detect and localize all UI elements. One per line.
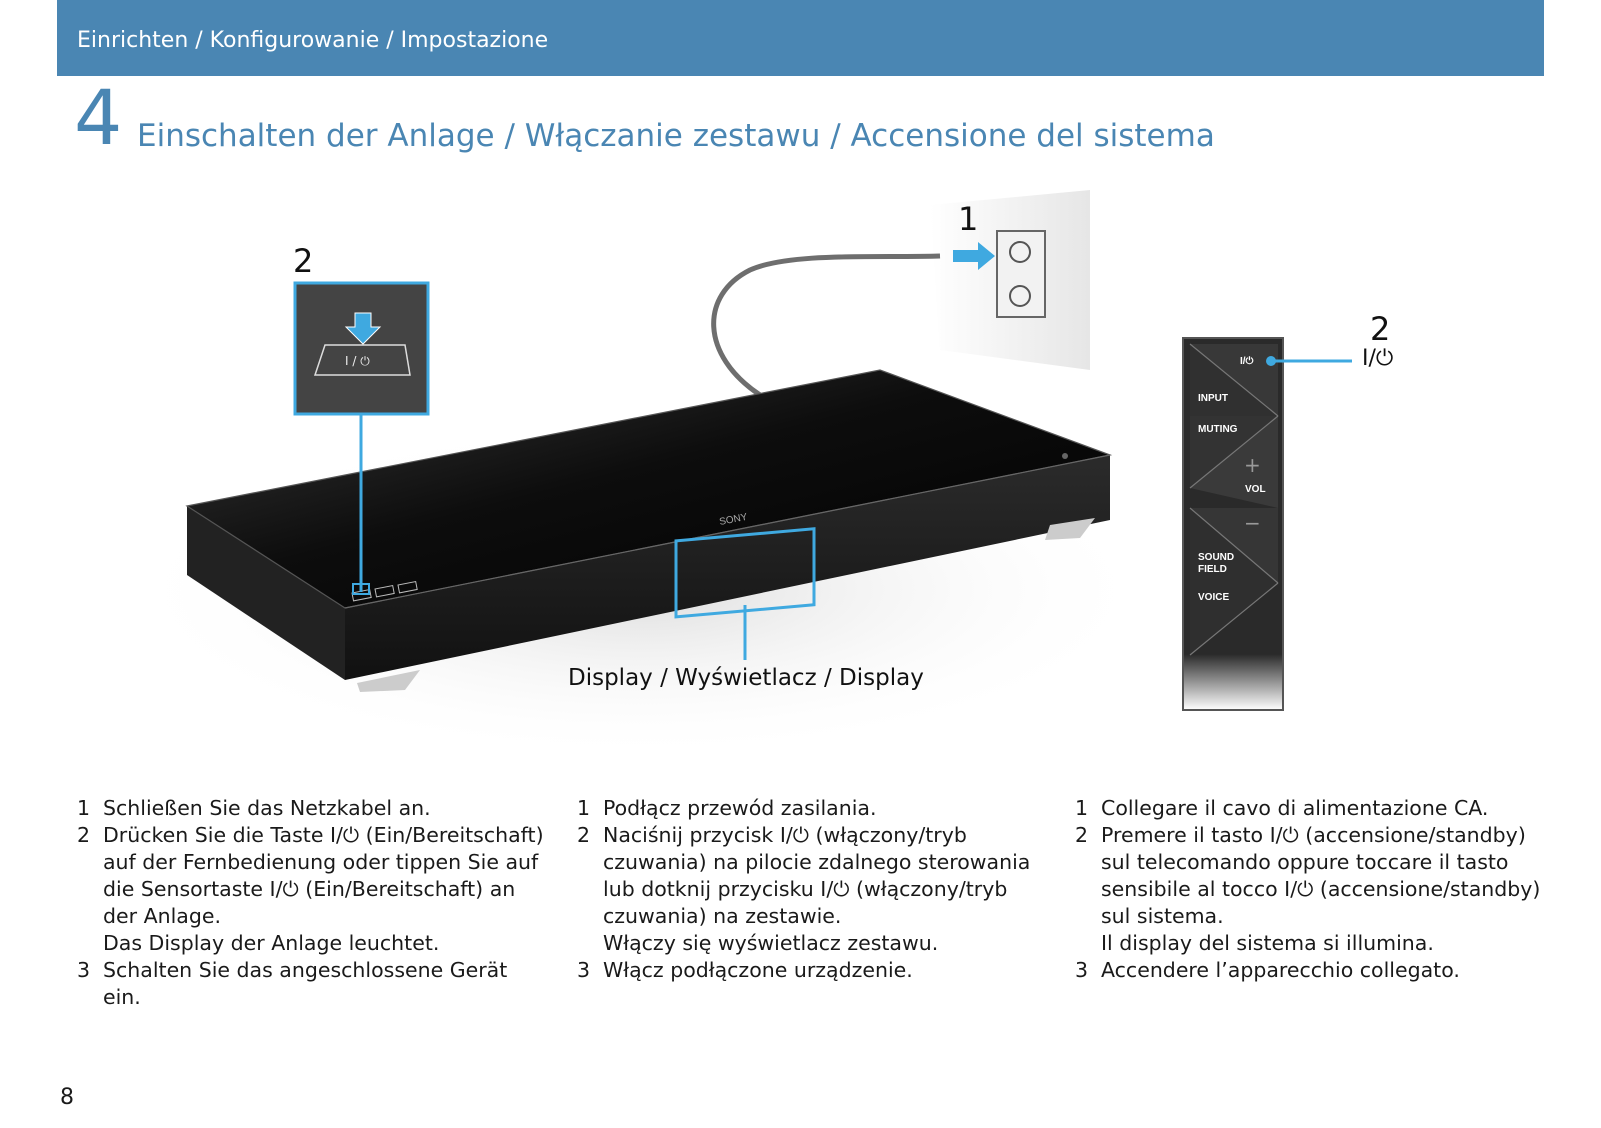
callout-2-remote: 2 bbox=[1370, 310, 1391, 348]
brand-logo: SONY bbox=[718, 512, 748, 528]
page-number: 8 bbox=[60, 1085, 74, 1110]
power-symbol-label: I/⏻ bbox=[1362, 346, 1394, 371]
remote-soundfield-label-2: FIELD bbox=[1198, 564, 1227, 575]
remote-voice-label: VOICE bbox=[1198, 592, 1229, 603]
display-label: Display / Wyświetlacz / Display bbox=[568, 665, 924, 691]
power-cable bbox=[711, 253, 941, 398]
remote-vol-plus: + bbox=[1244, 453, 1261, 477]
touch-panel-zoom: I / ⏻ bbox=[293, 281, 430, 416]
remote-muting-label: MUTING bbox=[1198, 424, 1238, 435]
breadcrumb: Einrichten / Konfigurowanie / Impostazio… bbox=[77, 28, 549, 53]
step-number: 4 bbox=[74, 73, 123, 162]
remote-vol-label: VOL bbox=[1245, 484, 1266, 495]
remote-vol-minus: − bbox=[1244, 511, 1261, 535]
remote-power-label: I/⏻ bbox=[1240, 355, 1254, 367]
section-header-bar: Einrichten / Konfigurowanie / Impostazio… bbox=[57, 0, 1544, 76]
step-title: Einschalten der Anlage / Włączanie zesta… bbox=[137, 118, 1215, 154]
panel-power-text: I / ⏻ bbox=[345, 354, 370, 368]
wall-outlet bbox=[930, 190, 1090, 370]
device-body bbox=[185, 369, 1113, 692]
callout-1: 1 bbox=[958, 200, 979, 238]
remote-soundfield-label-1: SOUND bbox=[1198, 552, 1234, 563]
plug-arrow bbox=[953, 242, 995, 270]
callout-2-device: 2 bbox=[293, 242, 314, 280]
remote-control: I/⏻ INPUT MUTING + VOL − SOUND FIELD VOI… bbox=[1182, 337, 1284, 711]
remote-input-label: INPUT bbox=[1198, 393, 1228, 404]
device-touch-buttons bbox=[351, 580, 418, 602]
